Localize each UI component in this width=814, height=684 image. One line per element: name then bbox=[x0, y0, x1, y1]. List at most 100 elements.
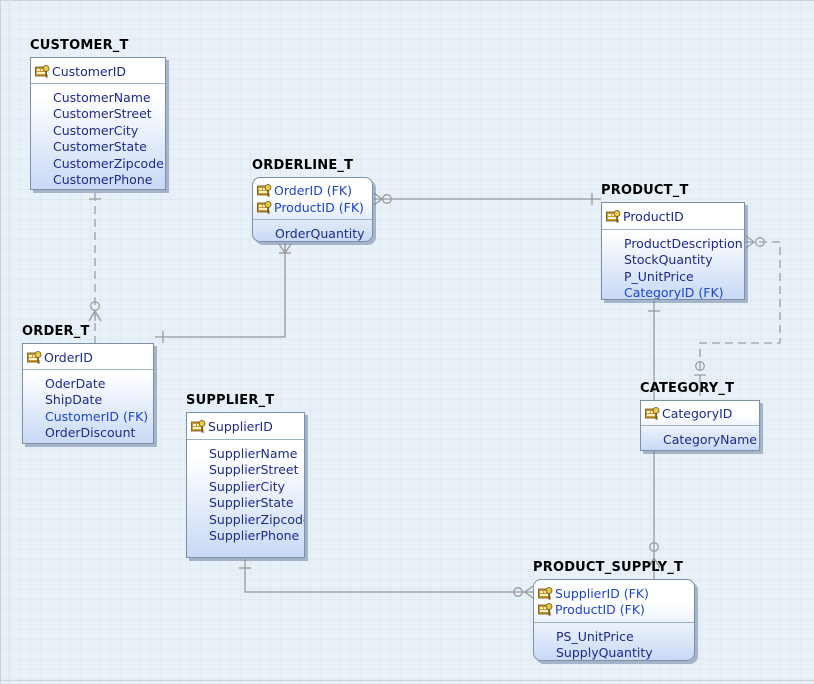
attribute[interactable]: CustomerCity bbox=[53, 122, 139, 138]
primary-key-section: ProductID bbox=[602, 203, 744, 230]
attribute[interactable]: OderDate bbox=[45, 376, 106, 391]
primary-key-section: CategoryID bbox=[641, 401, 759, 426]
frame-inner-left-border bbox=[8, 0, 9, 684]
cardinality-mark bbox=[373, 192, 384, 206]
attribute[interactable]: CustomerZipcode bbox=[53, 155, 164, 171]
frame-bottom-border bbox=[0, 680, 814, 681]
key-icon bbox=[257, 184, 272, 197]
frame-top-border bbox=[0, 0, 814, 1]
entity-title: CATEGORY_T bbox=[640, 381, 735, 396]
cardinality-mark bbox=[649, 542, 659, 552]
attribute[interactable]: SupplierPhone bbox=[209, 528, 300, 544]
attribute[interactable]: ShipDate bbox=[45, 392, 103, 408]
primary-key-section: SupplierID bbox=[187, 413, 304, 440]
attribute[interactable]: OrderQuantity bbox=[275, 226, 365, 241]
key-attribute-label: OrderID (FK) bbox=[274, 183, 352, 199]
cardinality-mark bbox=[382, 194, 392, 204]
attribute[interactable]: OrderDiscount bbox=[45, 425, 136, 441]
entity-title: ORDERLINE_T bbox=[252, 158, 354, 173]
key-attribute-label: SupplierID (FK) bbox=[555, 585, 649, 601]
primary-key-section: OrderID (FK)ProductID (FK) bbox=[253, 178, 372, 220]
primary-key-section: OrderID bbox=[23, 344, 153, 370]
attribute[interactable]: SupplyQuantity bbox=[556, 645, 653, 661]
key-attribute[interactable]: OrderID (FK) bbox=[253, 183, 372, 200]
cardinality-mark bbox=[523, 585, 534, 599]
cardinality-mark bbox=[513, 587, 523, 597]
key-attribute-label: OrderID bbox=[44, 349, 93, 365]
key-icon bbox=[606, 210, 621, 223]
key-attribute-label: CategoryID bbox=[662, 406, 733, 421]
key-icon bbox=[27, 350, 42, 364]
key-attribute[interactable]: CategoryID bbox=[641, 405, 759, 422]
key-icon bbox=[538, 586, 553, 600]
attribute[interactable]: CategoryID (FK) bbox=[624, 285, 724, 300]
attribute[interactable]: SupplierName bbox=[209, 446, 298, 461]
entity-category[interactable]: CATEGORY_T CategoryID CategoryName bbox=[640, 381, 760, 451]
entity-title: CUSTOMER_T bbox=[30, 38, 129, 53]
cardinality-mark bbox=[88, 309, 102, 322]
key-attribute-label: ProductID (FK) bbox=[274, 199, 364, 215]
primary-key-section: SupplierID (FK)ProductID (FK) bbox=[534, 580, 694, 623]
attribute[interactable]: StockQuantity bbox=[624, 252, 713, 268]
entity-box[interactable]: SupplierID (FK)ProductID (FK)PS_UnitPric… bbox=[533, 579, 695, 661]
key-attribute[interactable]: ProductID (FK) bbox=[253, 199, 372, 216]
attribute[interactable]: PS_UnitPrice bbox=[556, 629, 634, 644]
attribute[interactable]: SupplierStreet bbox=[209, 462, 299, 478]
key-attribute[interactable]: ProductID bbox=[602, 208, 744, 225]
attribute[interactable]: CustomerName bbox=[53, 90, 151, 105]
attribute[interactable]: SupplierZipcode bbox=[209, 511, 305, 527]
key-attribute[interactable]: SupplierID (FK) bbox=[534, 585, 694, 602]
attribute[interactable]: CustomerPhone bbox=[53, 172, 153, 188]
attribute[interactable]: P_UnitPrice bbox=[624, 268, 694, 284]
relationship-supplier-productsupply bbox=[244, 559, 533, 593]
attribute[interactable]: SupplierCity bbox=[209, 478, 286, 494]
attribute[interactable]: ProductDescription bbox=[624, 236, 743, 251]
entity-title: PRODUCT_SUPPLY_T bbox=[533, 560, 684, 575]
key-attribute[interactable]: ProductID (FK) bbox=[534, 602, 694, 619]
key-attribute-label: ProductID (FK) bbox=[555, 602, 645, 618]
cardinality-mark bbox=[695, 361, 705, 371]
key-attribute[interactable]: OrderID bbox=[23, 349, 153, 366]
primary-key-section: CustomerID bbox=[31, 58, 165, 84]
attribute[interactable]: SupplierState bbox=[209, 495, 294, 511]
attribute[interactable]: CustomerStreet bbox=[53, 106, 152, 122]
key-icon bbox=[191, 420, 206, 433]
entity-title: ORDER_T bbox=[22, 324, 90, 339]
entity-product-supply[interactable]: PRODUCT_SUPPLY_T SupplierID (FK)ProductID… bbox=[533, 560, 695, 661]
entity-box[interactable]: OrderID (FK)ProductID (FK) OrderQuantity bbox=[252, 177, 373, 242]
frame-left-border bbox=[0, 0, 1, 684]
key-attribute-label: SupplierID bbox=[208, 419, 273, 434]
cardinality-mark bbox=[745, 235, 756, 249]
key-icon bbox=[538, 603, 553, 616]
key-attribute-label: CustomerID bbox=[52, 63, 127, 79]
relationship-order-orderline bbox=[155, 243, 286, 338]
entity-title: PRODUCT_T bbox=[601, 183, 689, 198]
attribute-section: OrderQuantity bbox=[253, 220, 372, 241]
entity-box[interactable]: CategoryID CategoryName bbox=[640, 400, 760, 451]
key-icon bbox=[35, 64, 50, 78]
attribute[interactable]: CustomerState bbox=[53, 139, 147, 155]
key-attribute-label: ProductID bbox=[623, 209, 684, 224]
key-attribute[interactable]: SupplierID bbox=[187, 418, 304, 435]
attribute[interactable]: CategoryName bbox=[663, 432, 757, 447]
key-icon bbox=[645, 407, 660, 420]
attribute-section: CategoryName bbox=[641, 426, 759, 448]
key-attribute[interactable]: CustomerID bbox=[31, 63, 165, 80]
attribute[interactable]: CustomerID (FK) bbox=[45, 408, 149, 424]
